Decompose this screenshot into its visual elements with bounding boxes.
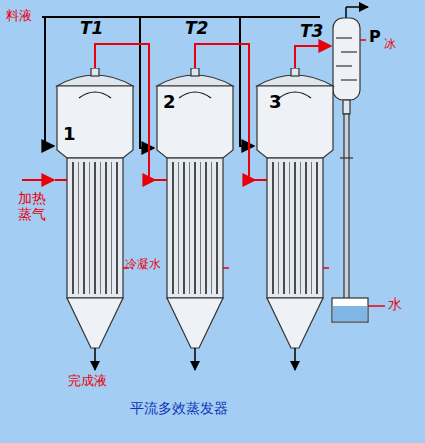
annotation: 水 — [388, 296, 402, 312]
annotation: 完成液 — [68, 374, 107, 389]
vessel-body — [157, 86, 233, 158]
annotation: 冰 — [384, 38, 396, 52]
outlet-pipe — [95, 358, 295, 370]
vessel-dome — [157, 75, 233, 86]
evaporator-outline — [255, 68, 335, 358]
annotation: T2 — [185, 19, 208, 39]
vessel-dome — [57, 75, 133, 86]
tube-bundle — [67, 158, 123, 298]
evaporator-effect: 3 — [255, 68, 335, 358]
vessel-cone — [67, 298, 123, 348]
annotation: 冷凝水 — [125, 258, 161, 272]
effect-number: 2 — [163, 92, 176, 113]
annotation: 加热 蒸气 — [18, 190, 50, 222]
evaporator-effect: 2 — [155, 68, 235, 358]
annotation: 料液 — [6, 9, 32, 24]
vapour-pipe — [295, 46, 331, 68]
diagram-title: 平流多效蒸发器 — [130, 400, 228, 416]
vessel-body — [257, 86, 333, 158]
effect-number: 1 — [63, 124, 76, 145]
vessel-dome — [257, 75, 333, 86]
evaporator-effect: 1 — [55, 68, 135, 358]
annotation: T1 — [80, 19, 103, 39]
effect-number: 3 — [269, 92, 282, 113]
condenser — [332, 7, 385, 322]
steam-inlet — [22, 179, 54, 181]
tube-bundle — [167, 158, 223, 298]
tube-bundle — [267, 158, 323, 298]
evaporator-outline — [55, 68, 135, 358]
vessel-body — [57, 86, 133, 158]
annotation: T3 — [300, 22, 323, 42]
vessel-cone — [167, 298, 223, 348]
annotation: P — [369, 28, 381, 46]
vessel-cone — [267, 298, 323, 348]
